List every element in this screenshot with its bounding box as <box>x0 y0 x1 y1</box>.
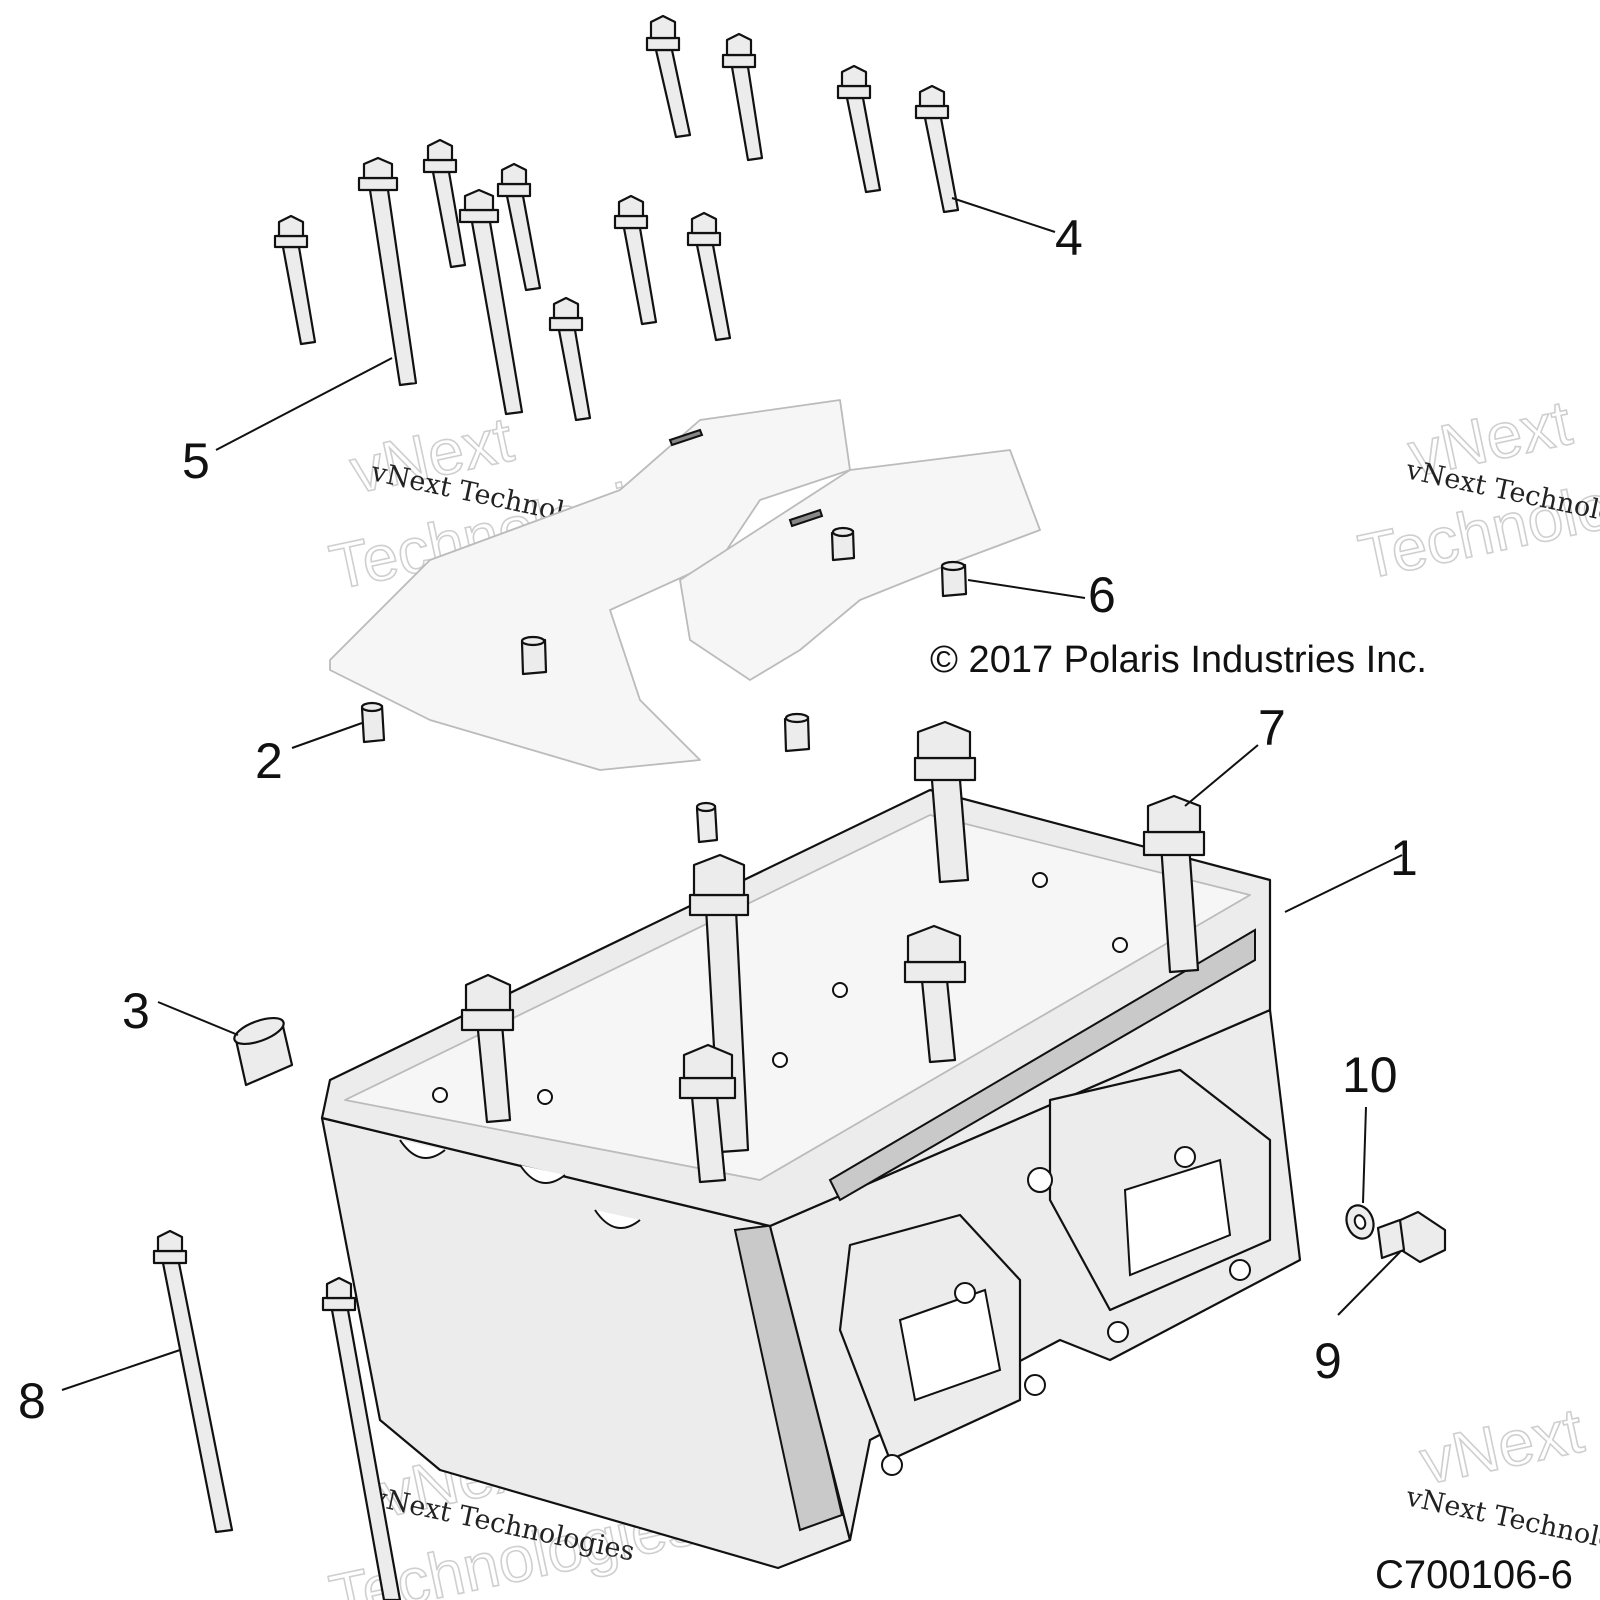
callout-7: 7 <box>1258 700 1286 756</box>
copyright-notice: © 2017 Polaris Industries Inc. <box>930 639 1427 681</box>
head-bolt-d <box>913 720 977 884</box>
head-bolt-e <box>903 924 967 1064</box>
leader-7 <box>1184 744 1259 807</box>
cam-cap-bolts <box>273 14 960 422</box>
head-bolt-b <box>688 853 750 1154</box>
head-bolt-a <box>460 973 515 1124</box>
cam-bolt-9 <box>496 162 542 292</box>
leader-5 <box>215 357 393 451</box>
cam-bolt-4 <box>914 84 960 214</box>
cam-bolt-12 <box>548 296 592 422</box>
cam-bolt-8 <box>458 188 524 416</box>
cam-bolt-1 <box>645 14 692 139</box>
figure-id: C700106-6 <box>1375 1553 1573 1597</box>
head-bolt-c <box>678 1043 737 1184</box>
callout-6: 6 <box>1088 567 1116 623</box>
cam-bolt-10 <box>613 194 658 326</box>
callout-1: 1 <box>1390 830 1418 886</box>
cam-bolt-3 <box>836 64 882 194</box>
flange-bolt <box>1376 1210 1447 1264</box>
long-head-bolts <box>152 1229 402 1600</box>
leader-9 <box>1337 1251 1401 1316</box>
cup-plug <box>233 1016 294 1087</box>
head-bolts <box>460 720 1206 1184</box>
cylinder-head <box>320 788 1302 1570</box>
leader-4 <box>951 197 1056 233</box>
cam-caps <box>329 399 1041 771</box>
cam-bolt-11 <box>686 211 732 342</box>
leader-2 <box>291 722 363 749</box>
watermark-big-line1-br: vNext <box>1414 1394 1589 1498</box>
head-bolt-f <box>1142 794 1206 974</box>
watermark-bottom-right: vNext <box>1413 1393 1590 1499</box>
callout-4: 4 <box>1055 210 1083 266</box>
leader-8 <box>61 1349 181 1391</box>
cam-bolt-2 <box>721 32 764 162</box>
leader-6 <box>967 579 1086 599</box>
cam-bolt-6 <box>357 156 418 387</box>
callout-10: 10 <box>1342 1047 1398 1103</box>
leader-10 <box>1362 1106 1367 1204</box>
dowel-pins <box>360 526 968 844</box>
callout-2: 2 <box>255 733 283 789</box>
leader-lines <box>61 197 1403 1391</box>
leader-1 <box>1284 854 1403 913</box>
callout-5: 5 <box>182 433 210 489</box>
callout-9: 9 <box>1314 1333 1342 1389</box>
callout-labels: 1 2 3 4 5 6 7 8 9 10 <box>18 210 1418 1429</box>
callout-3: 3 <box>122 983 150 1039</box>
cam-bolt-7 <box>422 138 467 269</box>
callout-8: 8 <box>18 1373 46 1429</box>
cam-bolt-5 <box>273 214 317 346</box>
washer <box>1345 1204 1375 1240</box>
leader-3 <box>157 1001 239 1036</box>
